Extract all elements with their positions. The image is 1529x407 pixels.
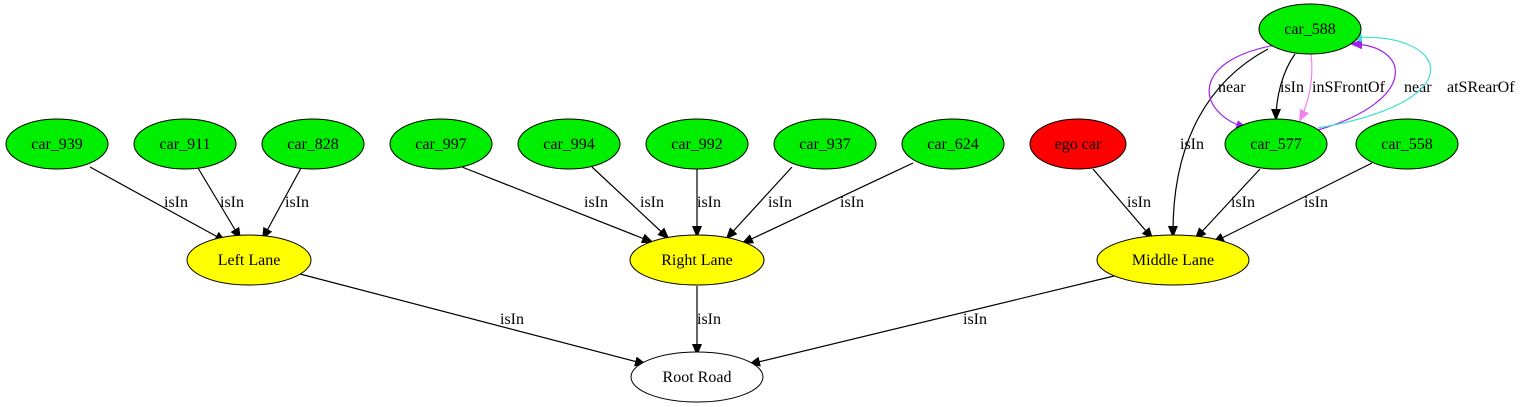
node-label: car_828 [287,136,339,153]
edge-left-lane-root-road: isIn [299,273,647,367]
node-label: car_937 [799,136,851,153]
node-label: Middle Lane [1132,252,1214,269]
edge-label: isIn [963,311,987,328]
node-root-road: Root Road [630,351,764,403]
node-label: car_577 [1250,136,1302,153]
edge-label: isIn [1180,136,1204,153]
edge-car-577-car-588-atsrearof: atSRearOf [1317,32,1515,129]
node-label: car_992 [671,136,723,153]
node-label: car_558 [1381,136,1433,153]
node-car-558: car_558 [1355,118,1459,170]
edge-car-558-middle-lane: isIn [1212,162,1373,243]
edge-car-588-middle-lane: isIn [1167,48,1269,238]
edge-car-939-left-lane: isIn [89,166,227,242]
edge-car-624-right-lane: isIn [741,162,914,244]
edge-car-994-right-lane: isIn [591,166,670,240]
node-label: car_588 [1284,21,1336,38]
edge-car-588-car-577-near: near [1208,44,1277,130]
edge-label: isIn [1280,79,1304,96]
edge-car-997-right-lane: isIn [461,166,654,243]
node-label: Right Lane [661,252,733,269]
edge-car-588-car-577-insfrontof: inSFrontOf [1299,53,1386,122]
node-ego-car: ego car [1029,118,1127,170]
edge-label: atSRearOf [1447,79,1515,96]
node-label: car_911 [160,136,211,153]
node-label: ego car [1055,136,1102,153]
edge-label: isIn [697,194,721,211]
edge-car-577-middle-lane: isIn [1194,168,1261,240]
node-left-lane: Left Lane [186,234,312,286]
node-car-577: car_577 [1224,118,1328,170]
node-label: car_997 [415,136,467,153]
node-car-937: car_937 [773,118,877,170]
edge-label: isIn [1231,194,1255,211]
node-label: Root Road [663,369,732,386]
edge-label: isIn [285,194,309,211]
node-middle-lane: Middle Lane [1096,234,1250,286]
node-car-992: car_992 [645,118,749,170]
edge-right-lane-root-road: isIn [692,286,721,356]
node-car-624: car_624 [901,118,1005,170]
edge-label: near [1404,79,1432,96]
node-car-939: car_939 [5,118,109,170]
edge-label: isIn [640,194,664,211]
edge-label: isIn [768,194,792,211]
edge-middle-lane-root-road: isIn [748,275,1115,367]
node-car-828: car_828 [261,118,365,170]
edge-car-577-car-588-near: near [1317,39,1432,131]
edge-label: isIn [840,194,864,211]
edge-car-911-left-lane: isIn [197,167,244,240]
node-car-911: car_911 [133,118,237,170]
edge-label: isIn [500,311,524,328]
edge-label: near [1218,79,1246,96]
edge-label: inSFrontOf [1312,79,1386,96]
edge-label: isIn [1304,194,1328,211]
node-car-997: car_997 [389,118,493,170]
edge-label: isIn [1127,194,1151,211]
edge-ego-car-middle-lane: isIn [1092,168,1154,240]
edge-label: isIn [584,194,608,211]
node-label: Left Lane [218,252,281,269]
node-right-lane: Right Lane [629,234,765,286]
edge-car-588-car-577-isin: isIn [1271,53,1304,121]
edge-label: isIn [220,194,244,211]
node-label: car_939 [31,136,83,153]
edge-car-992-right-lane: isIn [692,169,721,238]
edge-label: isIn [697,311,721,328]
edge-car-937-right-lane: isIn [725,166,793,240]
node-label: car_624 [927,136,979,153]
edge-car-828-left-lane: isIn [262,167,309,240]
node-car-588: car_588 [1258,3,1362,55]
node-label: car_994 [543,136,595,153]
node-car-994: car_994 [517,118,621,170]
edge-label: isIn [164,194,188,211]
